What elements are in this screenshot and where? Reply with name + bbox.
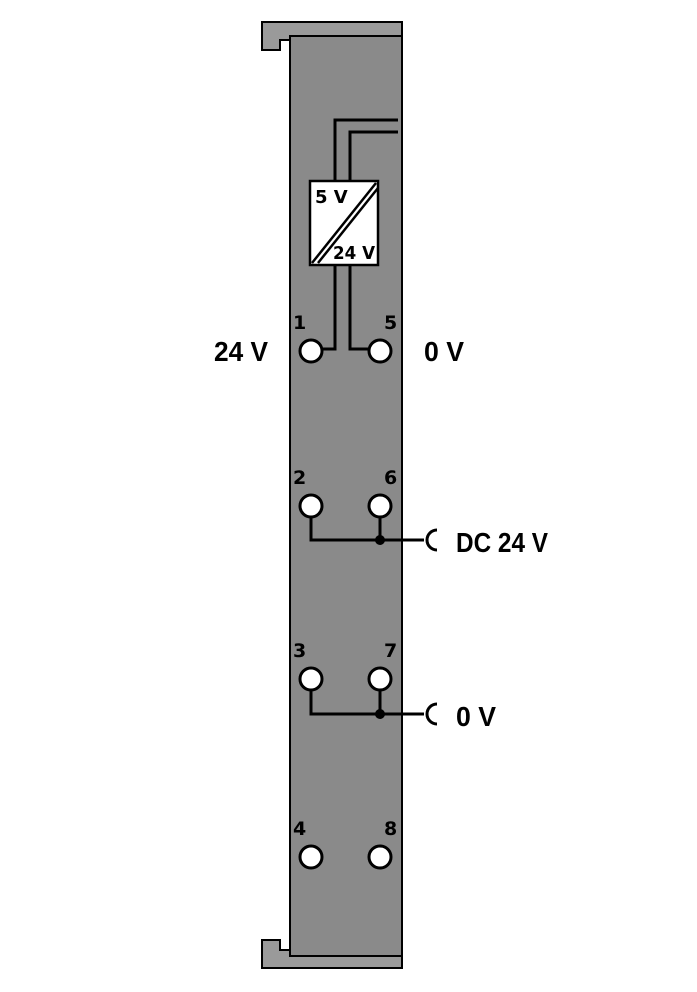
junction-dot-out-zero [375, 709, 385, 719]
terminal-6 [367, 493, 393, 519]
pin-number-8: 8 [384, 818, 397, 840]
pin-number-7: 7 [384, 640, 397, 662]
pin-number-4: 4 [293, 818, 306, 840]
connector-dc-out [425, 528, 438, 552]
connector-out-zero [425, 702, 438, 726]
label-supply-0v: 0 V [424, 336, 464, 367]
pin-number-2: 2 [293, 467, 306, 489]
pin-number-3: 3 [293, 640, 306, 662]
pin-number-1: 1 [293, 312, 306, 334]
converter-top-label: 5 V [315, 187, 348, 208]
pin-number-5: 5 [384, 312, 397, 334]
wire-converter-to-pin1 [322, 265, 337, 351]
bus-line-outer [333, 118, 398, 182]
terminal-1 [298, 338, 324, 364]
pin-number-6: 6 [384, 467, 397, 489]
jumper-pin3-pin7 [309, 690, 382, 716]
label-dc-24v: DC 24 V [456, 527, 548, 558]
terminal-3 [298, 666, 324, 692]
terminal-8 [367, 844, 393, 870]
jumper-pin2-pin6 [309, 516, 382, 542]
terminal-4 [298, 844, 324, 870]
junction-dot-dc-out [375, 535, 385, 545]
label-output-0v: 0 V [456, 701, 496, 732]
wire-converter-to-pin5 [348, 265, 368, 351]
terminal-5 [367, 338, 393, 364]
bus-line-inner [348, 130, 398, 182]
terminal-2 [298, 493, 324, 519]
label-supply-24v: 24 V [214, 336, 268, 367]
converter-bottom-label: 24 V [333, 243, 375, 264]
terminal-7 [367, 666, 393, 692]
dc-dc-converter: 5 V 24 V [308, 179, 380, 267]
